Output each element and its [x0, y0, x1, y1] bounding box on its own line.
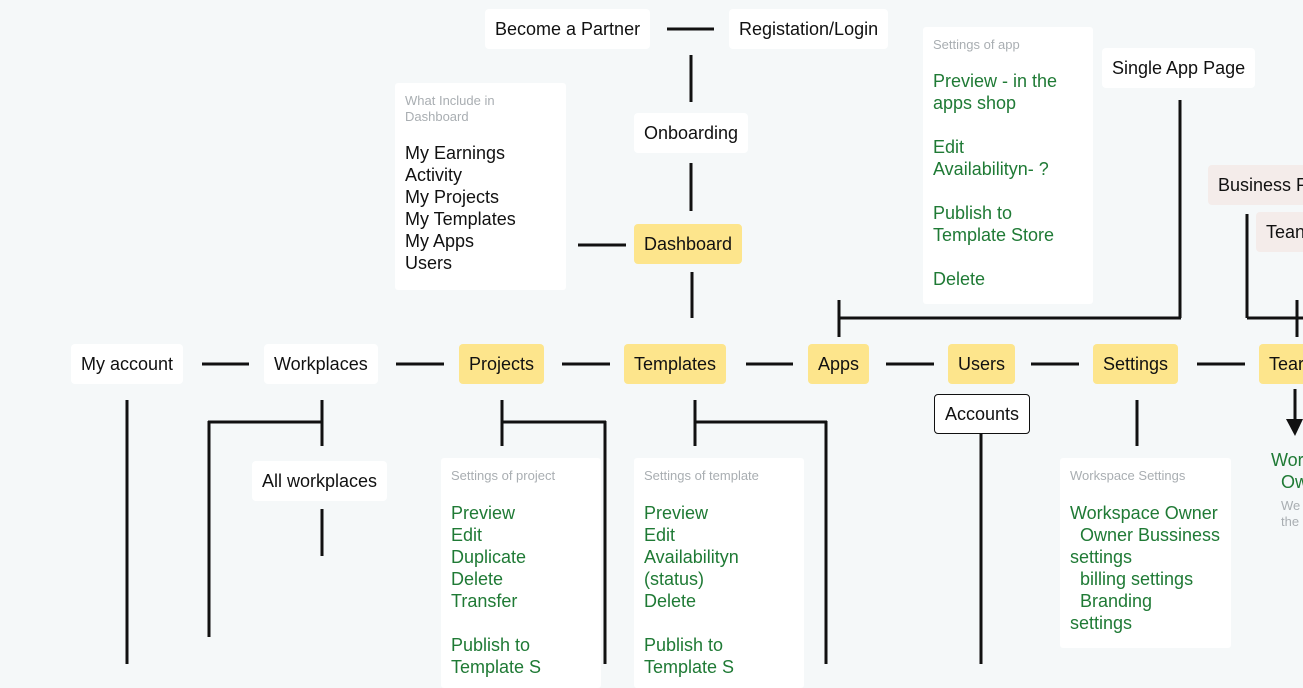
list-item[interactable]: Publish to [451, 635, 531, 655]
settings-node[interactable]: Settings [1093, 344, 1179, 384]
connector-lines [125, 27, 1303, 664]
list-item[interactable]: Delete [644, 591, 697, 611]
list-item[interactable]: Edit [933, 137, 965, 157]
list-item[interactable]: Preview [451, 503, 516, 523]
list-item[interactable]: My Earnings [405, 143, 506, 163]
list-item[interactable]: Edit [451, 525, 483, 545]
projects-node[interactable]: Projects [459, 344, 545, 384]
single-app-page-node[interactable]: Single App Page [1102, 48, 1256, 88]
list-item[interactable]: Duplicate [451, 547, 527, 567]
all-workplaces-node[interactable]: All workplaces [252, 461, 388, 501]
settings-of-project-card: Settings of project Preview Edit Duplica… [441, 458, 601, 688]
list-item[interactable]: settings [1070, 613, 1133, 633]
card-label: Settings of project [451, 468, 556, 483]
accounts-node[interactable]: Accounts [934, 394, 1031, 434]
registration-login-node[interactable]: Registation/Login [729, 9, 889, 49]
partial-note-small: We [1281, 498, 1301, 513]
partial-note-small: the [1281, 514, 1300, 529]
list-item[interactable]: My Templates [405, 209, 516, 229]
dashboard-node[interactable]: Dashboard [634, 224, 743, 264]
workspace-settings-card: Workspace Settings Workspace Owner Owner… [1060, 458, 1231, 648]
business-partner-node[interactable]: Business P [1208, 165, 1303, 205]
list-item[interactable]: Availabilityn- ? [933, 159, 1049, 179]
list-item[interactable]: Delete [933, 269, 986, 289]
list-item[interactable]: My Apps [405, 231, 475, 251]
list-item[interactable]: Availabilityn [644, 547, 739, 567]
partial-note-line: Wor [1271, 450, 1303, 470]
list-item[interactable]: My Projects [405, 187, 500, 207]
team-node[interactable]: Tear [1259, 344, 1303, 384]
list-item[interactable]: Users [405, 253, 453, 273]
list-item[interactable]: (status) [644, 569, 705, 589]
list-item[interactable]: Publish to [644, 635, 724, 655]
list-item[interactable]: billing settings [1070, 569, 1194, 589]
onboarding-node[interactable]: Onboarding [634, 113, 749, 153]
card-label: Settings of app [933, 37, 1020, 52]
settings-of-app-card: Settings of app Preview - in the apps sh… [923, 27, 1093, 304]
settings-of-template-card: Settings of template Preview Edit Availa… [634, 458, 804, 688]
arrow-head-icon [1286, 419, 1303, 436]
list-item[interactable]: Owner Bussiness [1070, 525, 1221, 545]
list-item[interactable]: Edit [644, 525, 676, 545]
team-top-node[interactable]: Tean [1256, 212, 1303, 252]
list-item[interactable]: Publish to [933, 203, 1013, 223]
apps-node[interactable]: Apps [808, 344, 870, 384]
list-item[interactable]: Preview - in the [933, 71, 1058, 91]
list-item[interactable]: apps shop [933, 93, 1017, 113]
users-node[interactable]: Users [948, 344, 1016, 384]
workplaces-node[interactable]: Workplaces [264, 344, 378, 384]
list-item[interactable]: Delete [451, 569, 504, 589]
list-item[interactable]: Template Store [933, 225, 1055, 245]
list-item[interactable]: Preview [644, 503, 709, 523]
become-partner-node[interactable]: Become a Partner [485, 9, 651, 49]
card-label: Settings of template [644, 468, 759, 483]
list-item[interactable]: Workspace Owner [1070, 503, 1218, 523]
card-label: What Include in Dashboard [405, 93, 495, 124]
dashboard-include-card: What Include in Dashboard My Earnings Ac… [395, 83, 566, 290]
list-item[interactable]: settings [1070, 547, 1133, 567]
list-item[interactable]: Transfer [451, 591, 518, 611]
list-item[interactable]: Template S [451, 657, 542, 677]
list-item[interactable]: Activity [405, 165, 463, 185]
card-label: Workspace Settings [1070, 468, 1186, 483]
list-item[interactable]: Template S [644, 657, 735, 677]
partial-note-line: Ow [1281, 472, 1303, 492]
list-item[interactable]: Branding [1070, 591, 1153, 611]
my-account-node[interactable]: My account [71, 344, 184, 384]
templates-node[interactable]: Templates [624, 344, 727, 384]
